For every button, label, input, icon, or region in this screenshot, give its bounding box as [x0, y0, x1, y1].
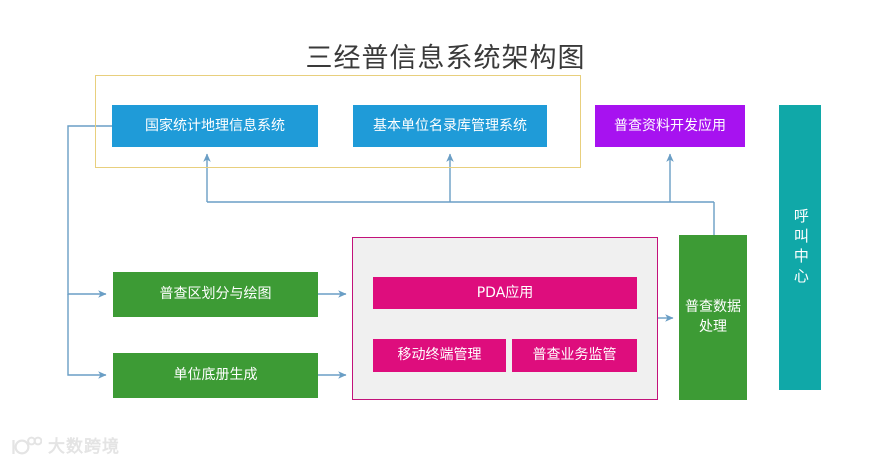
node-mobile-terminal-management[interactable]: 移动终端管理: [373, 339, 506, 372]
wire-geo-info-to-unit-roster: [67, 294, 107, 379]
node-census-data-development-application[interactable]: 普查资料开发应用: [595, 105, 745, 147]
watermark: 大数跨境: [12, 432, 120, 457]
node-national-statistical-geographic-information-system[interactable]: 国家统计地理信息系统: [112, 105, 318, 147]
node-basic-unit-directory-management-system[interactable]: 基本单位名录库管理系统: [353, 105, 547, 147]
node-unit-roster-generation[interactable]: 单位底册生成: [113, 353, 318, 398]
node-census-data-processing[interactable]: 普查数据处理: [679, 235, 747, 400]
spectacles-logo-icon: [12, 436, 42, 455]
node-call-center[interactable]: 呼叫中心: [779, 105, 821, 390]
node-census-business-supervision[interactable]: 普查业务监管: [512, 339, 637, 372]
node-pda-application[interactable]: PDA应用: [373, 277, 637, 309]
mobile-collection-group-panel: [352, 237, 658, 400]
core-systems-group-frame: [95, 75, 581, 168]
diagram-title: 三经普信息系统架构图: [305, 43, 586, 74]
watermark-text: 大数跨境: [48, 437, 120, 457]
node-census-zone-division-and-mapping[interactable]: 普查区划分与绘图: [113, 272, 318, 317]
